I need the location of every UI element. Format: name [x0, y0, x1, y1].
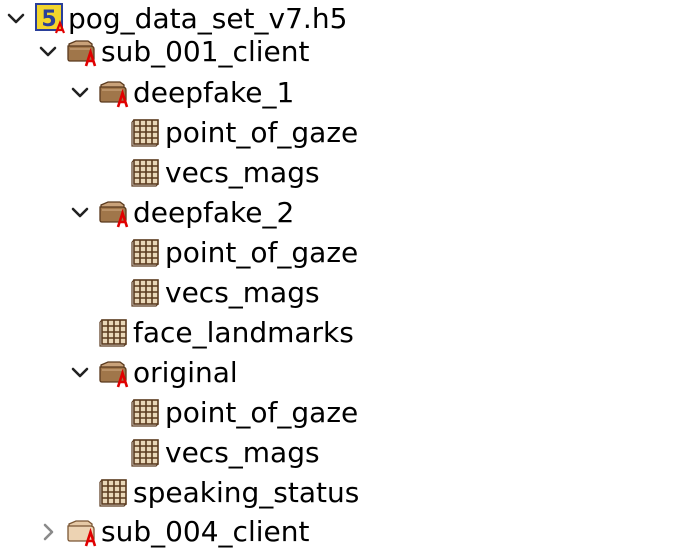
tree-node-label: point_of_gaze [165, 236, 359, 269]
tree-node-group-sub-001[interactable]: sub_001_client [0, 33, 680, 73]
tree-node-label: point_of_gaze [165, 396, 359, 429]
tree-node-group-deepfake-2[interactable]: deepfake_2 [0, 194, 680, 234]
group-folder-icon [98, 356, 130, 388]
group-folder-icon [98, 196, 130, 228]
dataset-grid-icon [130, 436, 162, 468]
dataset-grid-icon [98, 476, 130, 508]
tree-node-label: vecs_mags [165, 156, 320, 189]
dataset-grid-icon [130, 396, 162, 428]
tree-node-group-original[interactable]: original [0, 354, 680, 394]
group-folder-icon [66, 35, 98, 67]
tree-node-label: vecs_mags [165, 276, 320, 309]
chevron-down-icon[interactable] [36, 40, 60, 64]
hdf5-file-icon [34, 2, 66, 34]
tree-node-label: face_landmarks [133, 316, 354, 349]
tree-node-label: pog_data_set_v7.h5 [68, 2, 348, 35]
tree-node-file-root[interactable]: pog_data_set_v7.h5 [0, 0, 680, 40]
tree-node-label: original [133, 356, 238, 389]
dataset-grid-icon [98, 316, 130, 348]
tree-node-label: vecs_mags [165, 436, 320, 469]
dataset-grid-icon [130, 156, 162, 188]
tree-node-label: sub_004_client [101, 515, 310, 548]
group-folder-icon [66, 515, 98, 547]
tree-node-dataset-face-landmarks[interactable]: face_landmarks [0, 314, 680, 354]
chevron-down-icon[interactable] [4, 7, 28, 31]
tree-node-label: point_of_gaze [165, 116, 359, 149]
tree-node-dataset-vecs-mags[interactable]: vecs_mags [0, 154, 680, 194]
chevron-down-icon[interactable] [68, 81, 92, 105]
tree-node-group-sub-004[interactable]: sub_004_client [0, 513, 680, 553]
tree-node-dataset-point-of-gaze[interactable]: point_of_gaze [0, 114, 680, 154]
tree-node-dataset-point-of-gaze[interactable]: point_of_gaze [0, 394, 680, 434]
tree-node-dataset-vecs-mags[interactable]: vecs_mags [0, 434, 680, 474]
tree-node-label: deepfake_2 [133, 196, 295, 229]
dataset-grid-icon [130, 116, 162, 148]
chevron-right-icon[interactable] [36, 520, 60, 544]
tree-node-label: deepfake_1 [133, 76, 295, 109]
chevron-down-icon[interactable] [68, 201, 92, 225]
chevron-down-icon[interactable] [68, 361, 92, 385]
group-folder-icon [98, 76, 130, 108]
tree-node-group-deepfake-1[interactable]: deepfake_1 [0, 74, 680, 114]
tree-node-dataset-vecs-mags[interactable]: vecs_mags [0, 274, 680, 314]
tree-node-label: speaking_status [133, 476, 360, 509]
tree-node-dataset-point-of-gaze[interactable]: point_of_gaze [0, 234, 680, 274]
tree-node-dataset-speaking-status[interactable]: speaking_status [0, 474, 680, 514]
tree-node-label: sub_001_client [101, 35, 310, 68]
dataset-grid-icon [130, 236, 162, 268]
dataset-grid-icon [130, 276, 162, 308]
